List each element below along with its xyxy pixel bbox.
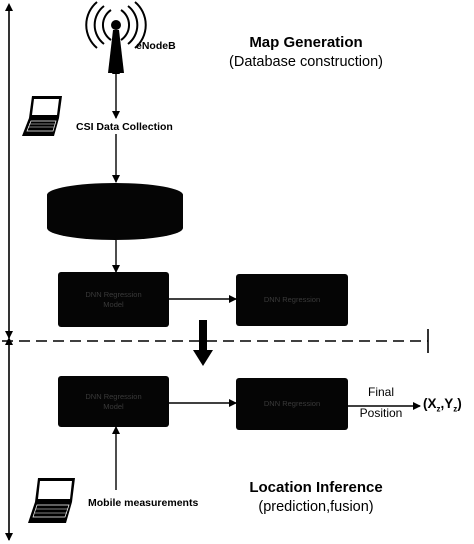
- dnn-regression-model-inference: DNN Regression Model: [58, 376, 169, 427]
- coord-open: (X: [423, 396, 437, 411]
- coord-sub-x: z: [436, 404, 441, 414]
- coord-sep: ,Y: [440, 396, 454, 411]
- final-label: Final: [367, 385, 394, 399]
- box-line2: Model: [103, 401, 124, 411]
- dnn-regression-model-training: DNN Regression Model: [58, 272, 169, 327]
- final-position-label: Final Position: [350, 382, 412, 424]
- box-line1: DNN Regression: [85, 392, 142, 402]
- box-line1: DNN Regression: [85, 290, 142, 300]
- coord-sub-y: z: [453, 404, 458, 414]
- map-generation-subtitle: (Database construction): [229, 54, 383, 70]
- laptop-icon: [28, 478, 75, 523]
- location-inference-title: Location Inference: [249, 479, 383, 496]
- position-label: Position: [359, 406, 403, 420]
- box-line2: Model: [103, 299, 124, 309]
- output-coordinates: (Xz,Yz): [423, 396, 462, 414]
- dnn-regression-output-top: DNN Regression: [236, 274, 348, 326]
- enodeb-label: eNodeB: [136, 40, 176, 52]
- mobile-measurements-label: Mobile measurements: [88, 497, 199, 509]
- box-line1: DNN Regression: [263, 399, 321, 409]
- phase-transition-arrow: [193, 320, 213, 366]
- location-inference-subtitle: (prediction,fusion): [258, 499, 374, 515]
- laptop-icon: [22, 96, 62, 136]
- coord-close: ): [457, 396, 462, 411]
- map-generation-title: Map Generation: [249, 34, 363, 51]
- database-cylinder: [47, 183, 183, 240]
- dnn-regression-output-bottom: DNN Regression: [236, 378, 348, 430]
- antenna-tower-icon: [85, 1, 147, 73]
- csi-data-collection-label: CSI Data Collection: [76, 121, 173, 133]
- box-line1: DNN Regression: [263, 295, 321, 305]
